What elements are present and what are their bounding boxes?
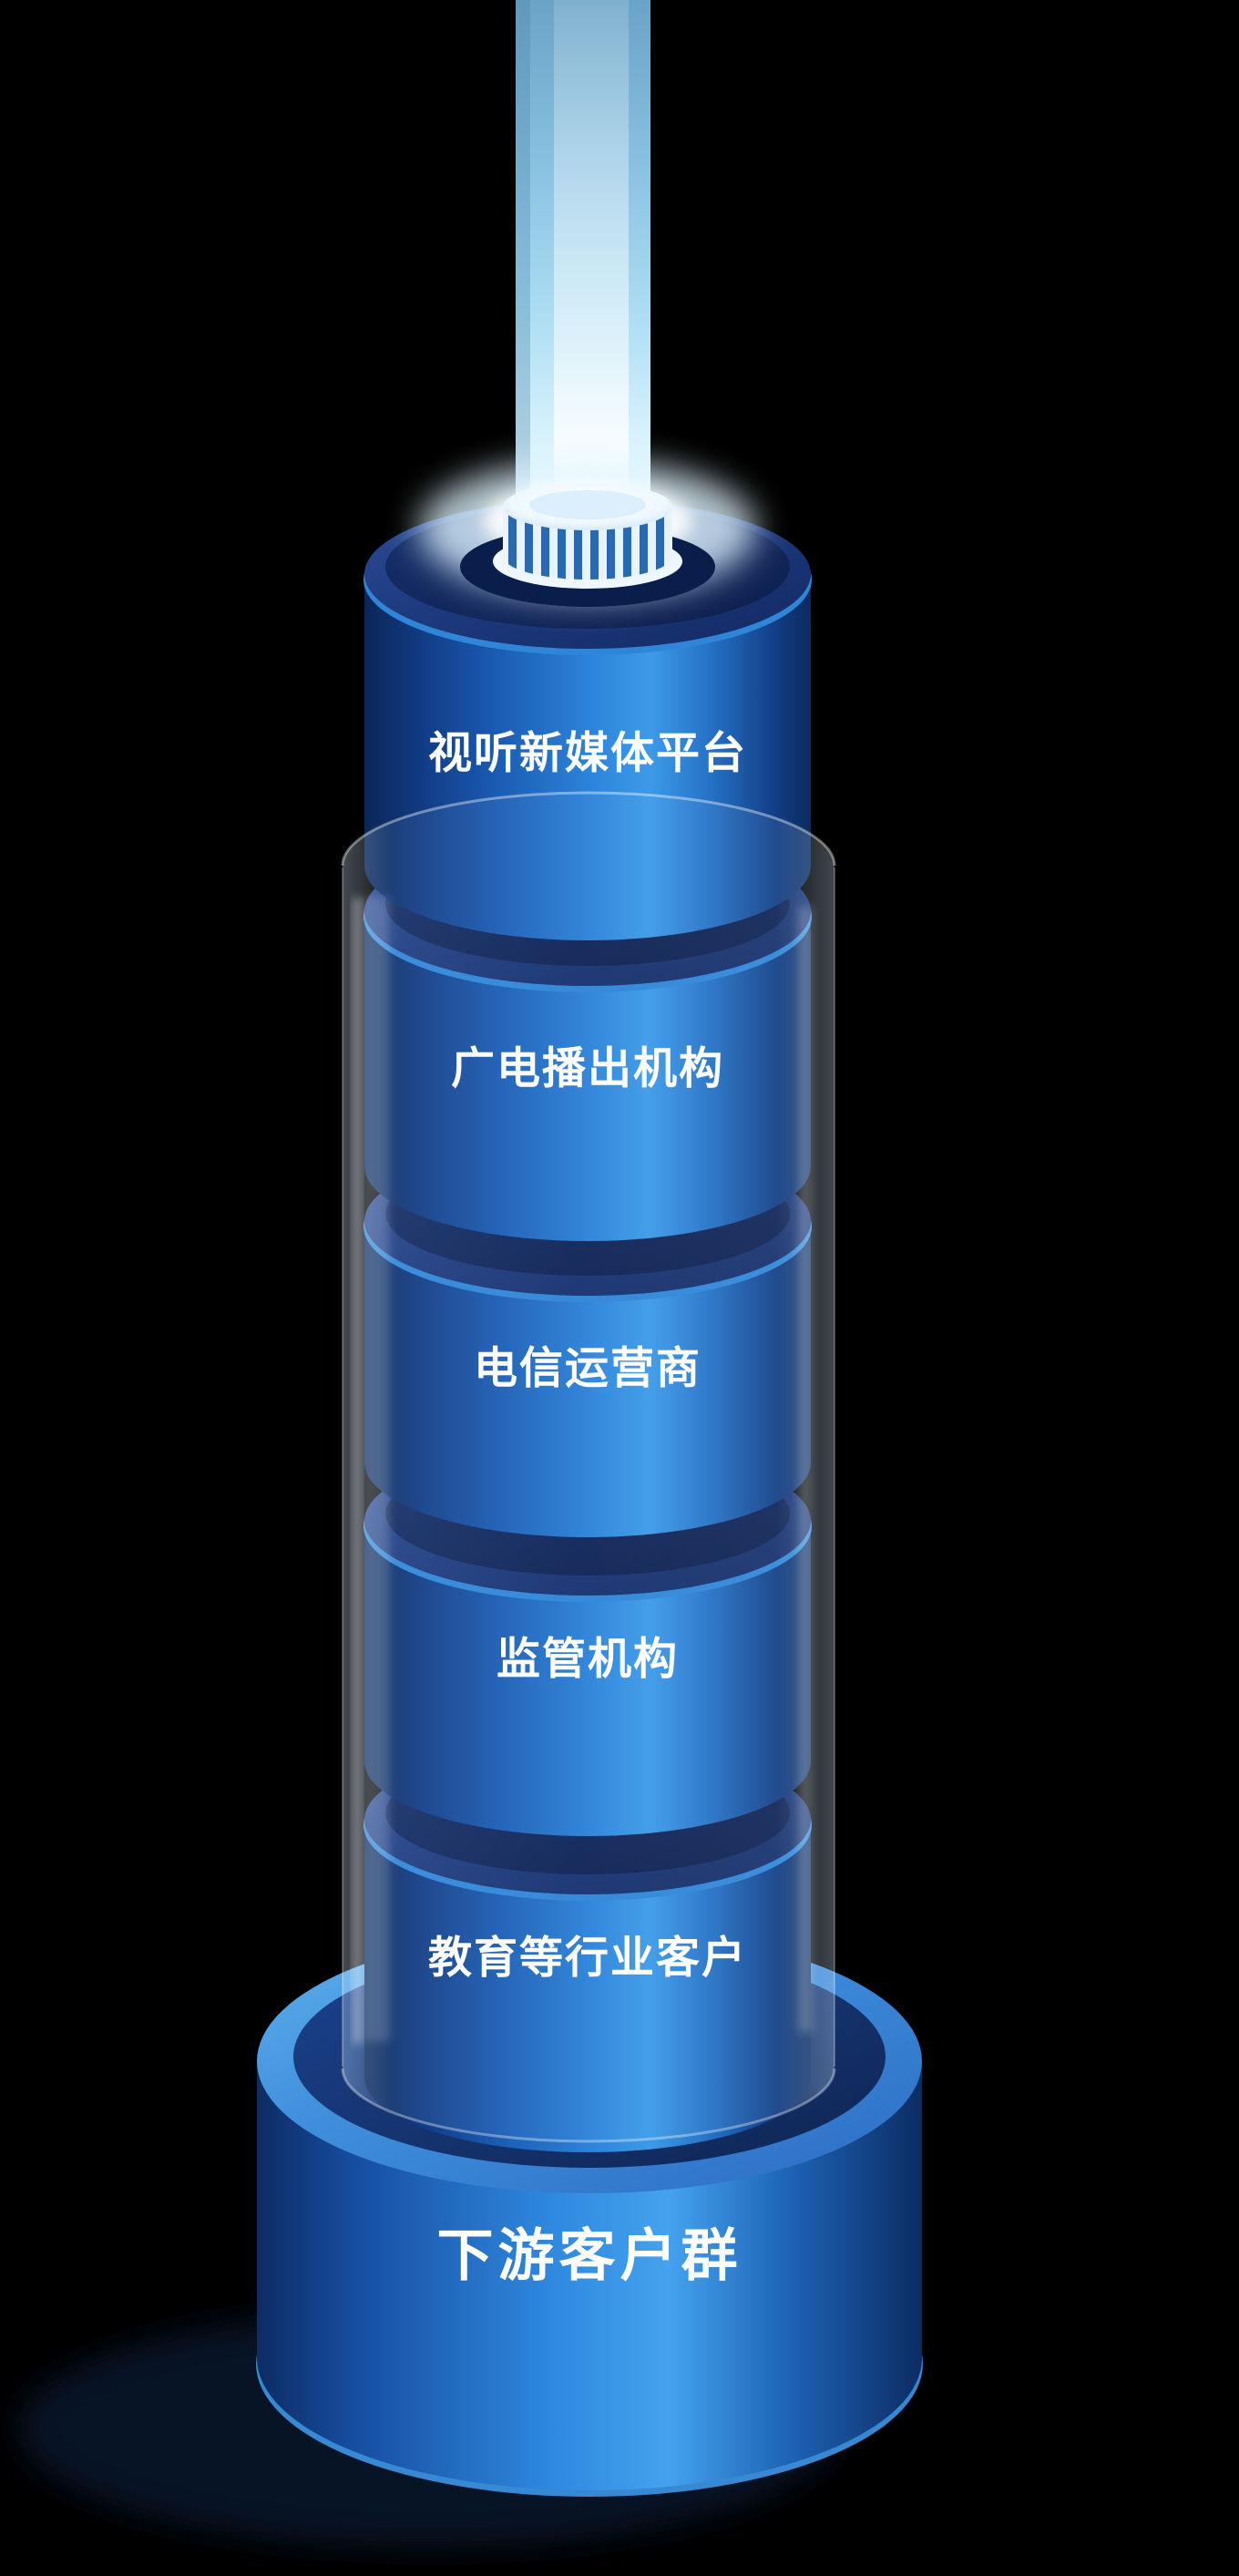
level-label-1: 视听新媒体平台 bbox=[428, 730, 747, 778]
light-beam bbox=[516, 0, 650, 512]
glass-tube bbox=[341, 791, 836, 2143]
level-label-5: 教育等行业客户 bbox=[428, 1935, 747, 1983]
level-label-2: 广电播出机构 bbox=[451, 1045, 724, 1093]
tube-bottom-edge bbox=[341, 2068, 836, 2143]
top-cap bbox=[460, 483, 715, 607]
level-label-4: 监管机构 bbox=[497, 1636, 679, 1684]
beam-core bbox=[554, 0, 629, 507]
tube-top-edge bbox=[341, 791, 836, 867]
base-label: 下游客户群 bbox=[436, 2224, 742, 2287]
tube-highlight-right bbox=[798, 907, 813, 2032]
level-label-3: 电信运营商 bbox=[474, 1345, 701, 1393]
tube-highlight-left bbox=[363, 898, 390, 2041]
